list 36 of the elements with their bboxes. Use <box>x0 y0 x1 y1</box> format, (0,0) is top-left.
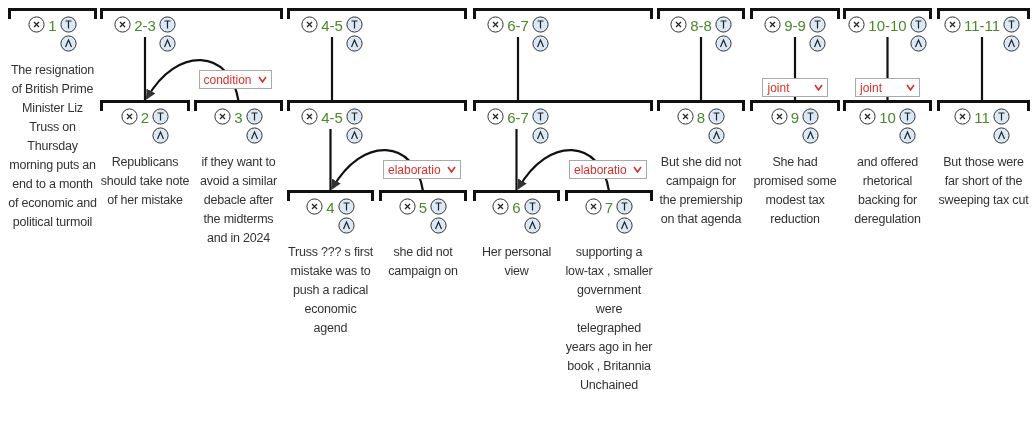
segment-text: But those were far short of the sweeping tax cut <box>937 154 1030 209</box>
segment-number: 6-7 <box>507 17 529 35</box>
segment-text: and offered rhetorical backing for deregulation <box>853 154 922 228</box>
segment-number: 9 <box>790 109 800 127</box>
segment-number: 4-5 <box>321 109 343 127</box>
segment-text: if they want to avoid a similar debacle after the midterms and in 2024 <box>199 154 278 247</box>
segment-text: Her personal view <box>480 244 553 280</box>
segment-number: 6 <box>512 199 521 217</box>
segment-number: 2 <box>140 109 150 127</box>
segment-number: 3 <box>234 109 243 127</box>
segment-text: supporting a low-tax , smaller government were telegraphed years ago in her book , Britannia Unchained <box>565 244 653 394</box>
segment-number: 5 <box>418 199 428 217</box>
segment-text: But she did not campaign for the premiership on that agenda <box>658 154 744 228</box>
relation-dropdown: condition <box>198 70 272 89</box>
segment-text: she did not campaign on <box>387 244 459 280</box>
segment-text: Republicans should take note of her mistake <box>100 154 190 209</box>
relation-dropdown: joint <box>762 78 828 97</box>
relation-dropdown: joint <box>855 78 920 97</box>
segment-number: 10-10 <box>868 17 907 35</box>
segment-number: 2-3 <box>134 17 156 35</box>
segment-number: 8 <box>696 109 706 127</box>
segment-number: 8-8 <box>690 17 712 35</box>
segment-number: 11-11 <box>963 17 1001 35</box>
relation-dropdown: elaboratio <box>569 160 647 179</box>
segment-number: 1 <box>48 17 57 35</box>
segment-number: 7 <box>604 199 614 217</box>
segment-number: 6-7 <box>507 109 529 127</box>
segment-text: The resignation of British Prime Minister Liz Truss on Thursday morning puts an end to a month of economic and political turmoil <box>8 62 97 231</box>
segment-number: 4-5 <box>321 17 343 35</box>
relation-dropdown: elaboratio <box>383 160 461 179</box>
segment-number: 11 <box>974 109 990 127</box>
segment-number: 10 <box>879 109 896 127</box>
segment-text: She had promised some modest tax reduction <box>752 154 838 228</box>
segment-number: 9-9 <box>784 17 806 35</box>
segment-number: 4 <box>326 199 335 217</box>
segment-text: Truss ??? s first mistake was to push a radical economic agend <box>287 244 374 337</box>
